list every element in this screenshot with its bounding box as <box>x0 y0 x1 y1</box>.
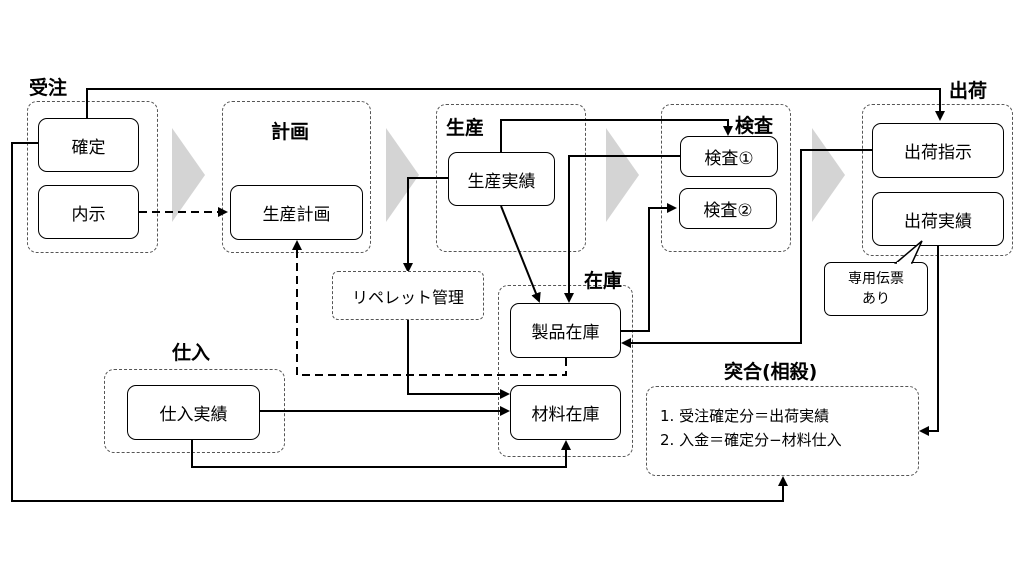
group-kensa <box>661 104 791 252</box>
section-title-shukka: 出荷 <box>949 80 988 102</box>
line-kakutei-to-shukka <box>86 88 945 121</box>
line-seihin-to-kensa2 <box>621 203 677 332</box>
section-title-juchu: 受注 <box>29 77 68 99</box>
group-juchu <box>27 101 158 253</box>
line-seisan-to-seihin <box>500 205 541 303</box>
node-repellet: リペレット管理 <box>332 271 484 320</box>
node-shukka-shiji: 出荷指示 <box>872 123 1004 178</box>
reconciliation-list: 1. 受注確定分＝出荷実績 2. 入金＝確定分−材料仕入 <box>660 404 842 452</box>
line-kakutei-to-tokugo <box>11 142 788 502</box>
node-kensa1: 検査① <box>680 136 778 177</box>
line-shiire-to-zairyo-bottom <box>191 440 571 468</box>
callout-line-2: あり <box>862 291 890 307</box>
node-zairyo-zaiko: 材料在庫 <box>510 385 621 440</box>
node-shukka-jisseki: 出荷実績 <box>872 192 1004 246</box>
line-seisan-to-kensa1 <box>500 119 733 152</box>
node-kakutei: 確定 <box>38 118 139 172</box>
line-seisan-to-repellet <box>403 177 448 273</box>
line-kensa1-to-seihin <box>564 155 680 303</box>
process-chevron <box>172 128 205 222</box>
node-seihin-zaiko: 製品在庫 <box>510 303 621 358</box>
node-shiire-jisseki: 仕入実績 <box>127 385 260 440</box>
node-seisan-keikaku: 生産計画 <box>230 185 363 240</box>
reconciliation-item-2: 2. 入金＝確定分−材料仕入 <box>660 431 842 449</box>
section-title-keikaku: 計画 <box>271 121 310 143</box>
process-chevron <box>606 128 639 222</box>
node-kensa2: 検査② <box>679 188 777 229</box>
process-chevron <box>812 128 845 222</box>
node-seisan-jisseki: 生産実績 <box>448 152 555 206</box>
node-naiji: 内示 <box>38 185 139 239</box>
line-shukka-to-seihin <box>621 149 872 348</box>
section-title-tokugo: 突合(相殺) <box>724 361 818 383</box>
callout-dedicated-slip: 専用伝票 あり <box>824 262 928 316</box>
line-seihin-to-keikaku <box>292 240 567 376</box>
process-chevron <box>386 128 419 222</box>
reconciliation-item-1: 1. 受注確定分＝出荷実績 <box>660 407 830 425</box>
group-tokugo <box>646 386 919 476</box>
line-repellet-to-zairyo <box>407 320 510 399</box>
section-title-seisan: 生産 <box>446 117 485 139</box>
section-title-kensa: 検査 <box>735 115 774 137</box>
section-title-shiire: 仕入 <box>172 342 211 364</box>
callout-line-1: 専用伝票 <box>848 271 904 287</box>
section-title-zaiko: 在庫 <box>584 270 623 292</box>
line-shukka-to-tokugo <box>919 246 939 436</box>
